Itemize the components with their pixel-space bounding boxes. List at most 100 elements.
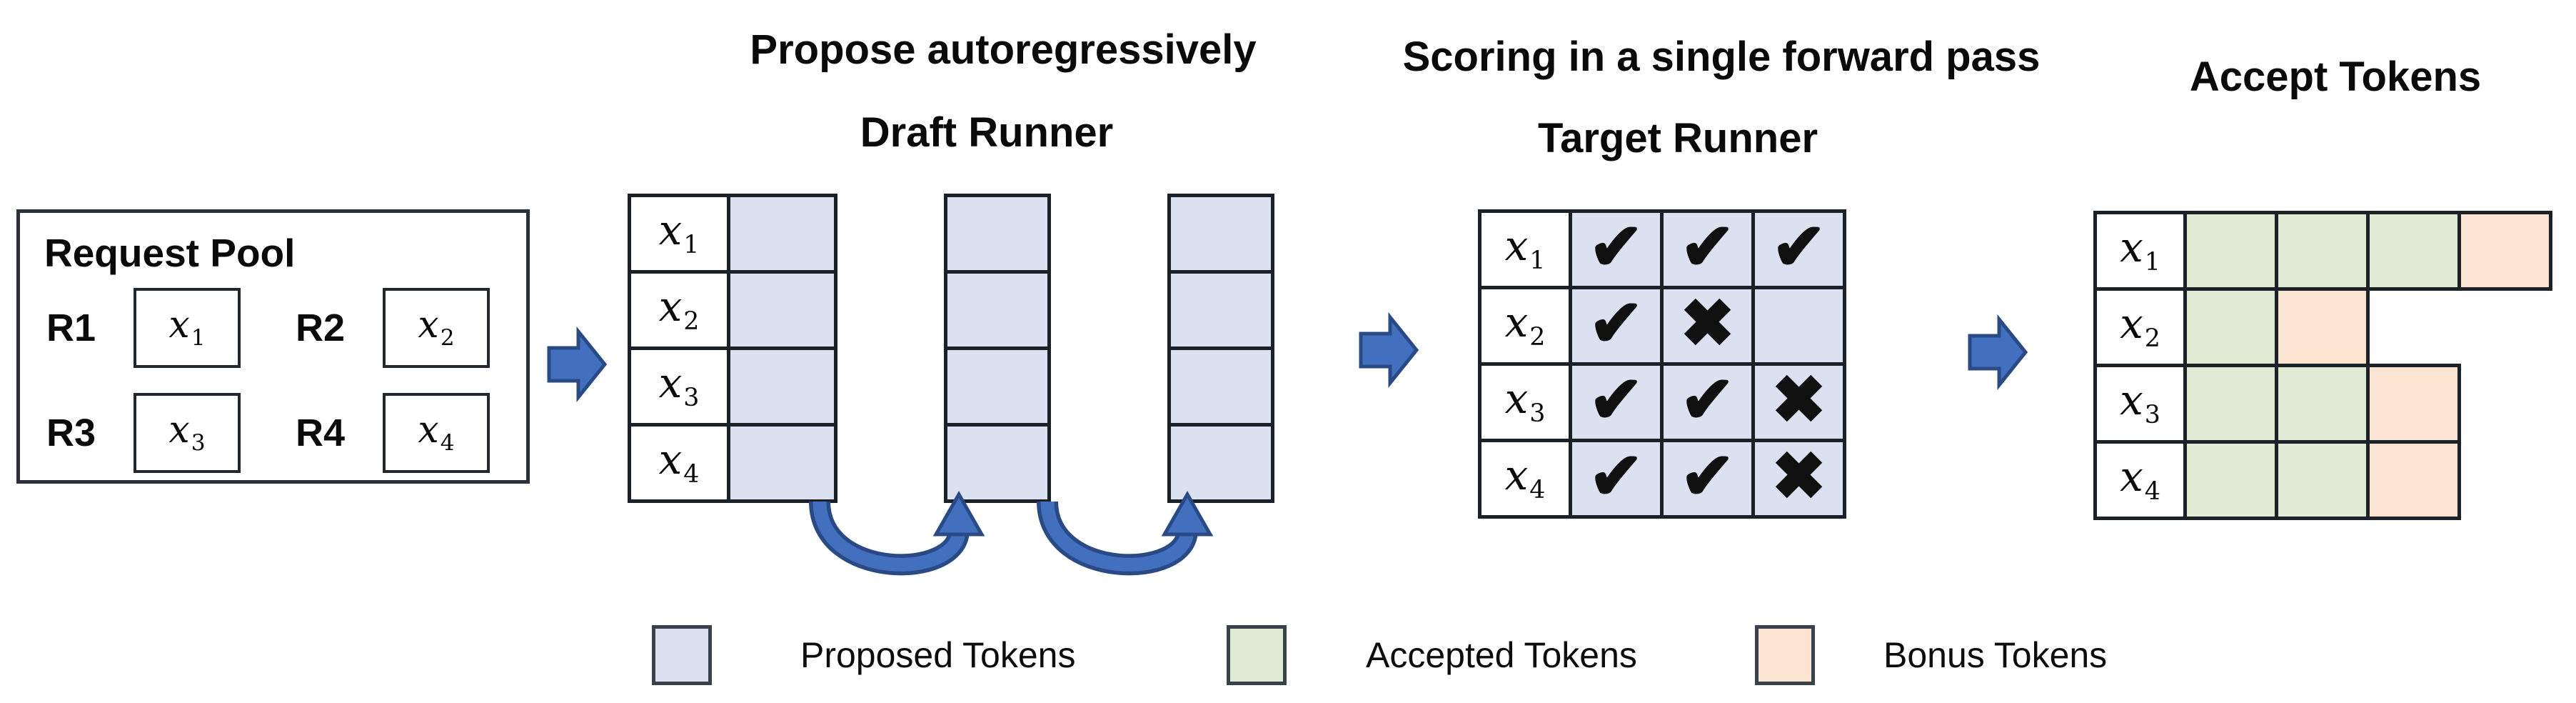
legend-label: Accepted Tokens	[1366, 635, 1637, 675]
proposed-token-cell	[1167, 346, 1274, 427]
scoring-title: Scoring in a single forward pass	[1402, 34, 2041, 80]
proposed-token-cell	[1167, 270, 1274, 350]
loop-arrowhead-icon	[932, 490, 985, 537]
accepted-swatch	[1227, 625, 1287, 685]
score-row: x1 ✔ ✔ ✔	[1478, 209, 1846, 289]
request-id: R3	[46, 412, 96, 454]
request-id: R1	[46, 306, 96, 349]
row-label: x1	[1478, 209, 1572, 289]
check-icon: ✔	[1679, 364, 1736, 437]
cross-icon: ✖	[1679, 287, 1736, 360]
legend-label: Bonus Tokens	[1883, 635, 2108, 675]
draft-row: x1	[628, 194, 837, 274]
accept-row: x1	[2093, 211, 2552, 291]
autoregressive-loop-arrows	[809, 490, 1214, 576]
row-label: x1	[628, 194, 730, 274]
accept-row: x2	[2093, 287, 2552, 367]
accept-row: x4	[2093, 440, 2552, 520]
request-r2: R2 x2	[296, 288, 490, 368]
score-cell: ✔	[1751, 209, 1846, 289]
cross-icon: ✖	[1771, 364, 1827, 437]
score-cell: ✔	[1660, 439, 1755, 519]
score-cell: ✔	[1569, 362, 1664, 442]
proposed-token-cell	[1167, 423, 1274, 503]
request-r4: R4 x4	[296, 393, 490, 473]
target-score-table: x1 ✔ ✔ ✔ x2 ✔ ✖ x3 ✔ ✔ ✖ x4 ✔ ✔ ✖	[1478, 209, 1846, 519]
row-label: x3	[1478, 362, 1572, 442]
row-label: x4	[1478, 439, 1572, 519]
proposed-token-cell	[727, 346, 837, 427]
loop-arrowhead-icon	[1161, 490, 1214, 537]
check-icon: ✔	[1588, 364, 1644, 437]
bonus-token-cell	[2366, 364, 2461, 444]
request-id: R2	[296, 306, 346, 349]
bonus-swatch	[1755, 625, 1815, 685]
proposed-swatch	[652, 625, 712, 685]
legend-item-accepted: Accepted Tokens	[1227, 623, 1637, 687]
bonus-token-cell	[2457, 211, 2552, 291]
accept-row: x3	[2093, 364, 2552, 444]
cross-icon: ✖	[1771, 440, 1827, 513]
target-runner-title: Target Runner	[1537, 115, 1818, 161]
check-icon: ✔	[1679, 440, 1736, 513]
score-cell: ✔	[1660, 362, 1755, 442]
score-row: x3 ✔ ✔ ✖	[1478, 362, 1846, 442]
row-label: x3	[2093, 364, 2187, 444]
check-icon: ✔	[1679, 211, 1736, 284]
legend-item-bonus: Bonus Tokens	[1755, 623, 2107, 687]
check-icon: ✔	[1588, 287, 1644, 360]
token-box: x3	[134, 393, 241, 473]
request-r3: R3 x3	[46, 393, 241, 473]
draft-step3-column	[1167, 194, 1274, 503]
token-box: x2	[383, 288, 490, 368]
proposed-token-cell	[727, 194, 837, 274]
score-cell: ✔	[1569, 439, 1664, 519]
proposed-token-cell	[944, 270, 1051, 350]
score-row: x4 ✔ ✔ ✖	[1478, 439, 1846, 519]
score-cell: ✖	[1751, 362, 1846, 442]
proposed-token-cell	[944, 194, 1051, 274]
accepted-token-cell	[2183, 211, 2278, 291]
row-label: x4	[628, 423, 730, 503]
accept-tokens-title: Accept Tokens	[2189, 54, 2482, 100]
accepted-token-cell	[2275, 364, 2370, 444]
propose-title: Propose autoregressively	[750, 26, 1257, 73]
legend-label: Proposed Tokens	[800, 635, 1076, 675]
draft-row: x2	[628, 270, 837, 350]
draft-runner-title: Draft Runner	[860, 109, 1114, 156]
accepted-token-cell	[2183, 364, 2278, 444]
accepted-token-cell	[2275, 211, 2370, 291]
proposed-token-cell	[727, 270, 837, 350]
accepted-token-cell	[2275, 440, 2370, 520]
draft-row: x4	[628, 423, 837, 503]
proposed-token-cell	[1167, 194, 1274, 274]
request-id: R4	[296, 412, 346, 454]
flow-arrow-icon	[1968, 314, 2028, 391]
check-icon: ✔	[1588, 211, 1644, 284]
score-cell: ✔	[1569, 286, 1664, 366]
token-box: x4	[383, 393, 490, 473]
row-label: x2	[1478, 286, 1572, 366]
check-icon: ✔	[1771, 211, 1827, 284]
request-pool-title: Request Pool	[44, 231, 296, 275]
flow-arrow-icon	[547, 326, 608, 403]
check-icon: ✔	[1588, 440, 1644, 513]
request-r1: R1 x1	[46, 288, 241, 368]
accepted-token-cell	[2183, 440, 2278, 520]
score-row: x2 ✔ ✖	[1478, 286, 1846, 366]
accepted-token-cell	[2183, 287, 2278, 367]
proposed-token-cell	[944, 423, 1051, 503]
token-box: x1	[134, 288, 241, 368]
accepted-token-cell	[2366, 211, 2461, 291]
score-cell: ✔	[1660, 209, 1755, 289]
draft-step1-table: x1 x2 x3 x4	[628, 194, 837, 503]
score-cell: ✖	[1660, 286, 1755, 366]
accept-tokens-table: x1 x2 x3 x4	[2093, 211, 2552, 520]
score-cell: ✔	[1569, 209, 1664, 289]
row-label: x2	[628, 270, 730, 350]
score-cell: ✖	[1751, 439, 1846, 519]
bonus-token-cell	[2275, 287, 2370, 367]
draft-step2-column	[944, 194, 1051, 503]
flow-arrow-icon	[1359, 311, 1419, 389]
